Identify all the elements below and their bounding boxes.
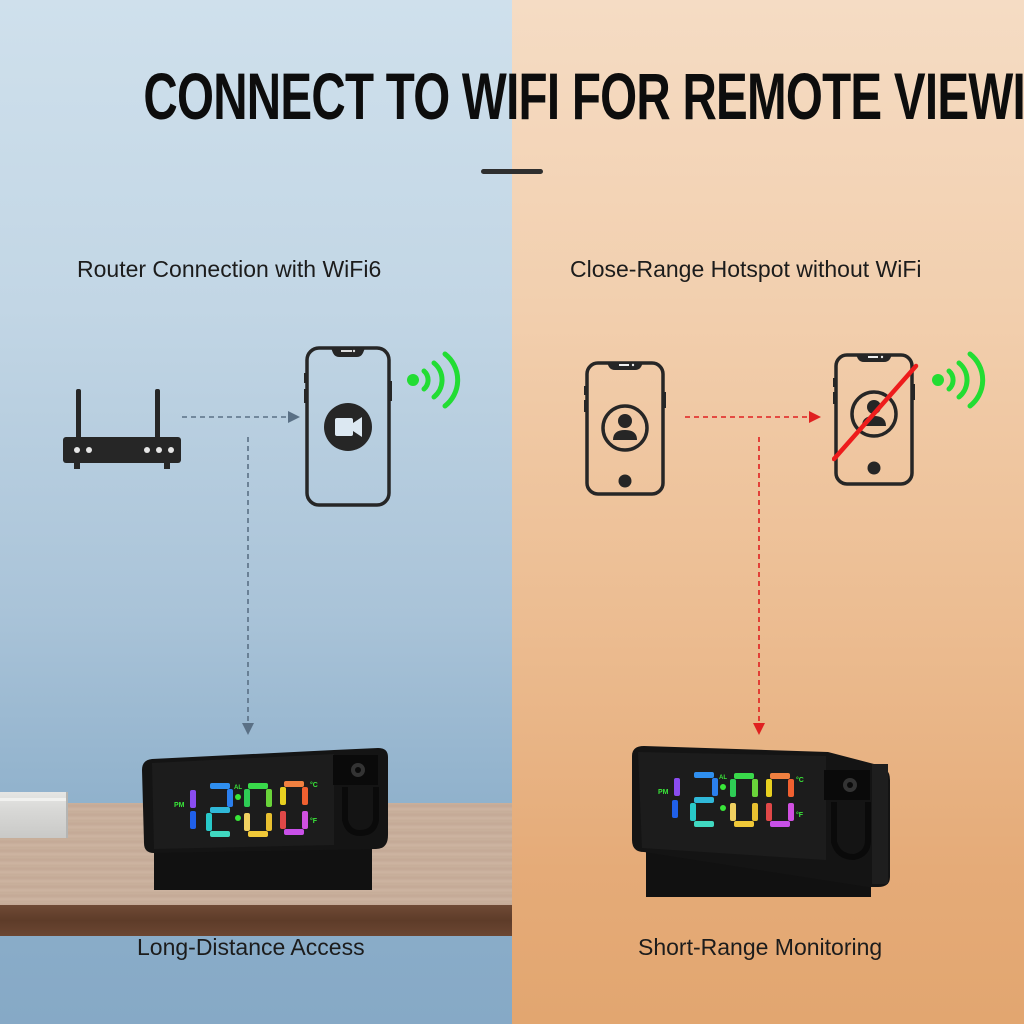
phone-camera-icon [304, 346, 392, 507]
right-dashed-arrows [685, 411, 821, 735]
alarm-clock-camera-icon: PM AL °C °F [632, 746, 890, 897]
book [0, 792, 68, 838]
right-subtitle: Close-Range Hotspot without WiFi [570, 256, 922, 282]
svg-text:AL: AL [719, 775, 727, 781]
svg-text:PM: PM [174, 802, 185, 809]
left-caption: Long-Distance Access [137, 934, 365, 960]
wifi-signal-icon [407, 351, 461, 409]
right-caption: Short-Range Monitoring [638, 934, 883, 960]
router-icon [63, 389, 181, 469]
svg-text:AL: AL [234, 785, 242, 791]
svg-text:°C: °C [310, 781, 318, 789]
wifi-signal-icon [932, 351, 986, 409]
title-divider [481, 169, 543, 174]
page-title: CONNECT TO WIFI FOR REMOTE VIEWING [143, 59, 1024, 133]
svg-text:PM: PM [658, 789, 669, 796]
phone-user-icon [584, 361, 666, 496]
svg-text:°C: °C [796, 776, 804, 784]
left-dashed-arrows [182, 411, 300, 735]
svg-text:°F: °F [310, 817, 318, 825]
phone-user-crossed-icon [832, 353, 919, 486]
svg-text:°F: °F [796, 811, 804, 819]
desk-edge [0, 905, 512, 936]
alarm-clock-camera-icon: PM AL °C °F [142, 748, 388, 890]
left-subtitle: Router Connection with WiFi6 [77, 256, 382, 282]
